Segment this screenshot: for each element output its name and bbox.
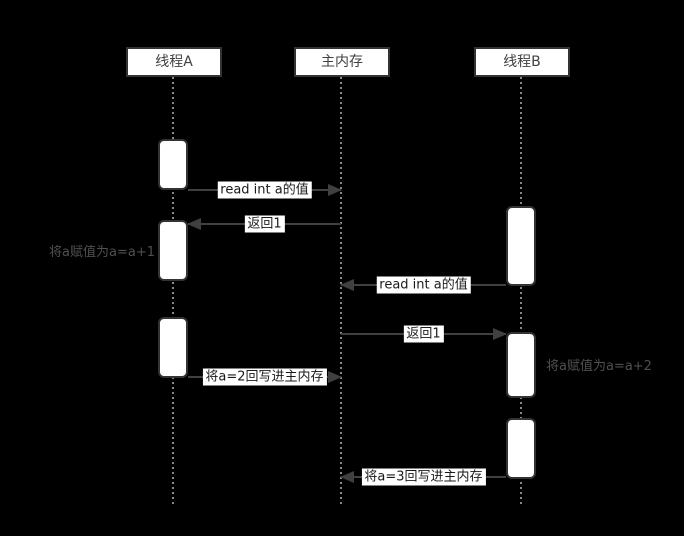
activation-bar-b3 <box>506 418 536 479</box>
message-label: 将a=2回写进主内存 <box>202 368 327 386</box>
arrowhead-left-icon <box>187 218 201 230</box>
activation-bar-b1 <box>506 206 536 286</box>
activation-bar-a2 <box>158 220 188 281</box>
actor-box-thread-a: 线程A <box>126 47 222 77</box>
message-arrow-return1-to-a: 返回1 <box>187 215 341 233</box>
arrowhead-left-icon <box>340 279 354 291</box>
activation-bar-a3 <box>158 317 188 378</box>
arrowhead-right-icon <box>328 371 342 383</box>
message-arrow-read-a-from-a: read int a的值 <box>188 181 342 199</box>
message-label: 返回1 <box>403 325 444 343</box>
activation-bar-a1 <box>158 139 188 190</box>
message-arrow-return1-to-b: 返回1 <box>341 325 507 343</box>
message-arrow-read-a-from-b: read int a的值 <box>340 276 506 294</box>
arrowhead-right-icon <box>493 328 507 340</box>
annotation-thread-b-assign: 将a赋值为a=a+2 <box>546 359 652 374</box>
actor-box-thread-b: 线程B <box>474 47 570 77</box>
message-label: 返回1 <box>244 215 285 233</box>
message-label: read int a的值 <box>376 276 471 294</box>
lifeline-thread-a <box>172 77 174 505</box>
message-arrow-writeback-a3: 将a=3回写进主内存 <box>340 468 506 486</box>
message-arrow-writeback-a2: 将a=2回写进主内存 <box>188 368 342 386</box>
actor-box-main-memory: 主内存 <box>294 47 390 77</box>
lifeline-main-memory <box>340 77 342 505</box>
lifeline-thread-b <box>520 77 522 505</box>
message-label: 将a=3回写进主内存 <box>361 468 486 486</box>
annotation-thread-a-assign: 将a赋值为a=a+1 <box>49 245 155 260</box>
activation-bar-b2 <box>506 332 536 398</box>
message-label: read int a的值 <box>217 181 312 199</box>
arrowhead-left-icon <box>340 471 354 483</box>
arrowhead-right-icon <box>328 184 342 196</box>
